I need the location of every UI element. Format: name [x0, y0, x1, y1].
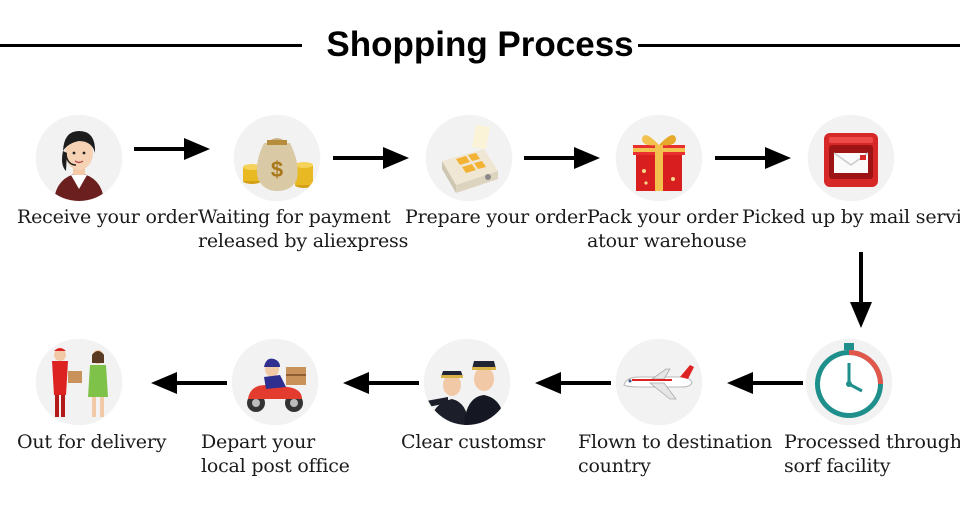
gift-box-icon: [616, 115, 702, 201]
stopwatch-icon: [806, 339, 892, 425]
page-title: Shopping Process: [322, 25, 638, 64]
money-bag-icon: $: [234, 115, 320, 201]
step-label: Waiting for payment released by aliexpre…: [198, 206, 409, 252]
arrow-left-6-to-7: [727, 370, 803, 396]
step-label: Receive your order: [17, 206, 198, 228]
step-label: Clear customsr: [401, 431, 546, 453]
title-rule-left: [0, 44, 302, 47]
arrow-right-4-to-5: [715, 145, 791, 171]
customer-service-agent-icon: [36, 115, 122, 201]
step-label: Prepare your order: [405, 206, 587, 228]
airplane-icon: [616, 339, 702, 425]
svg-text:$: $: [271, 157, 283, 182]
title-bar: Shopping Process: [0, 22, 960, 70]
step-label: Processed through sorf facility: [784, 431, 960, 477]
step-label: Flown to destination country: [578, 431, 773, 477]
arrow-left-8-to-9: [343, 370, 419, 396]
step-label: Pack your order atour warehouse: [587, 206, 747, 252]
delivery-scooter-icon: [232, 339, 318, 425]
parcel-handover-icon: [36, 339, 122, 425]
arrow-right-1-to-2: [134, 136, 210, 162]
arrow-right-3-to-4: [524, 145, 600, 171]
customs-officers-icon: [424, 339, 510, 425]
step-label: Picked up by mail service: [742, 206, 960, 228]
mailbox-icon: [808, 115, 894, 201]
step-label: Out for delivery: [17, 431, 167, 453]
step-label: Depart your local post office: [201, 431, 350, 477]
cash-register-icon: [426, 115, 512, 201]
arrow-right-2-to-3: [333, 145, 409, 171]
arrow-down-5-to-6: [848, 252, 874, 328]
title-rule-right: [622, 44, 960, 47]
arrow-left-7-to-8: [535, 370, 611, 396]
arrow-left-9-to-10: [151, 370, 227, 396]
